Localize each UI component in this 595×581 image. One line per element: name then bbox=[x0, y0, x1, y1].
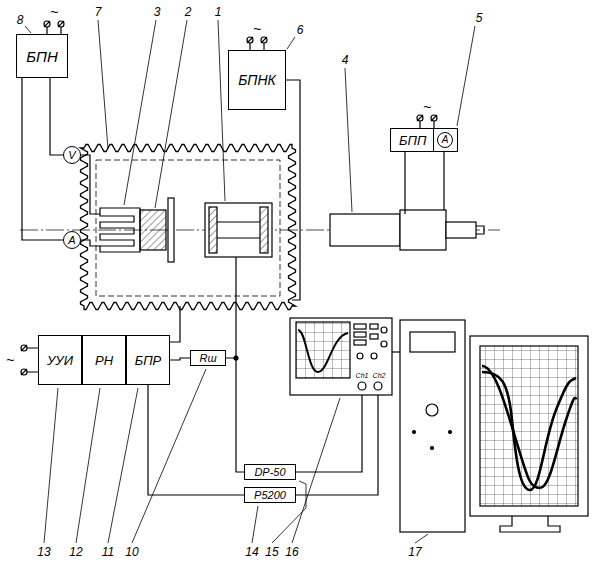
callout-number: 15 bbox=[265, 546, 278, 558]
wire bbox=[170, 358, 190, 360]
callout-number: 7 bbox=[95, 6, 102, 18]
wire bbox=[148, 385, 244, 495]
callout-number: 14 bbox=[245, 546, 258, 558]
cylinder bbox=[205, 203, 272, 257]
wire bbox=[50, 78, 63, 155]
node-label: DP-50 bbox=[254, 467, 285, 478]
power-unit-box: БПП A bbox=[390, 128, 458, 152]
callout-number: 1 bbox=[215, 6, 222, 18]
control-unit-box: РН bbox=[82, 335, 126, 385]
ac-symbol: ~ bbox=[253, 22, 261, 36]
pyrometer-tip bbox=[476, 226, 484, 234]
callout-number: 4 bbox=[342, 54, 349, 66]
ac-symbol: ~ bbox=[423, 100, 431, 114]
callout-number: 13 bbox=[37, 546, 50, 558]
computer bbox=[400, 320, 588, 532]
callout-number: 10 bbox=[125, 546, 138, 558]
callout-number: 5 bbox=[476, 12, 483, 24]
node-label: V bbox=[68, 150, 75, 161]
power-terminal bbox=[247, 37, 267, 50]
cylinder-wall bbox=[260, 207, 268, 253]
callout-number: 2 bbox=[185, 6, 192, 18]
callout-number: 6 bbox=[297, 24, 304, 36]
callout-number: 16 bbox=[285, 546, 298, 558]
power-terminal bbox=[21, 345, 38, 375]
ac-symbol: ~ bbox=[6, 353, 14, 367]
pyrometer-eyepiece bbox=[446, 222, 476, 238]
cylinder-wall bbox=[209, 207, 217, 253]
control-unit-box: БПР bbox=[126, 335, 170, 385]
wire bbox=[226, 358, 244, 472]
channel-label: Ch2 bbox=[373, 372, 386, 379]
pyrometer-body bbox=[330, 214, 400, 246]
plate bbox=[168, 198, 174, 262]
heater-coil bbox=[100, 208, 140, 252]
node-label: A bbox=[68, 235, 75, 246]
power-unit-box: БПНК bbox=[228, 50, 286, 110]
node-label: БПП bbox=[399, 134, 426, 147]
divider-line bbox=[433, 129, 434, 151]
control-unit-box: УУИ bbox=[38, 335, 82, 385]
callout-number: 12 bbox=[69, 546, 82, 558]
instrument-box: DP-50 bbox=[244, 464, 296, 480]
ac-symbol: ~ bbox=[50, 5, 58, 19]
cylinder-bore bbox=[217, 222, 260, 238]
instrument-box: Р5200 bbox=[244, 487, 296, 503]
power-unit-box: БПН bbox=[16, 34, 68, 78]
sample-block bbox=[140, 210, 166, 250]
power-terminal bbox=[417, 115, 437, 128]
callout-number: 11 bbox=[102, 546, 114, 558]
node-label: УУИ bbox=[47, 354, 73, 367]
channel-label: Ch1 bbox=[356, 372, 369, 379]
node-label: РН bbox=[95, 354, 113, 367]
oscilloscope bbox=[290, 318, 392, 395]
power-terminal bbox=[44, 21, 64, 34]
callout-number: 17 bbox=[408, 546, 421, 558]
node-label: БПНК bbox=[238, 73, 276, 87]
leader-line bbox=[25, 20, 475, 543]
ammeter-symbol: A bbox=[63, 231, 81, 249]
voltmeter-symbol: V bbox=[63, 146, 81, 164]
wire bbox=[22, 78, 63, 240]
bellows-chamber bbox=[81, 145, 296, 310]
node-label: Rш bbox=[199, 353, 216, 364]
callout-number: 3 bbox=[154, 6, 161, 18]
node-label: A bbox=[442, 135, 449, 145]
node-label: Р5200 bbox=[254, 490, 286, 501]
pyrometer-head bbox=[400, 210, 446, 250]
node-label: БПН bbox=[26, 49, 57, 64]
ammeter-symbol: A bbox=[437, 132, 453, 148]
shunt-resistor: Rш bbox=[190, 350, 226, 366]
callout-number: 8 bbox=[17, 14, 24, 26]
inner-zone bbox=[96, 160, 280, 296]
node-label: БПР bbox=[135, 354, 162, 367]
